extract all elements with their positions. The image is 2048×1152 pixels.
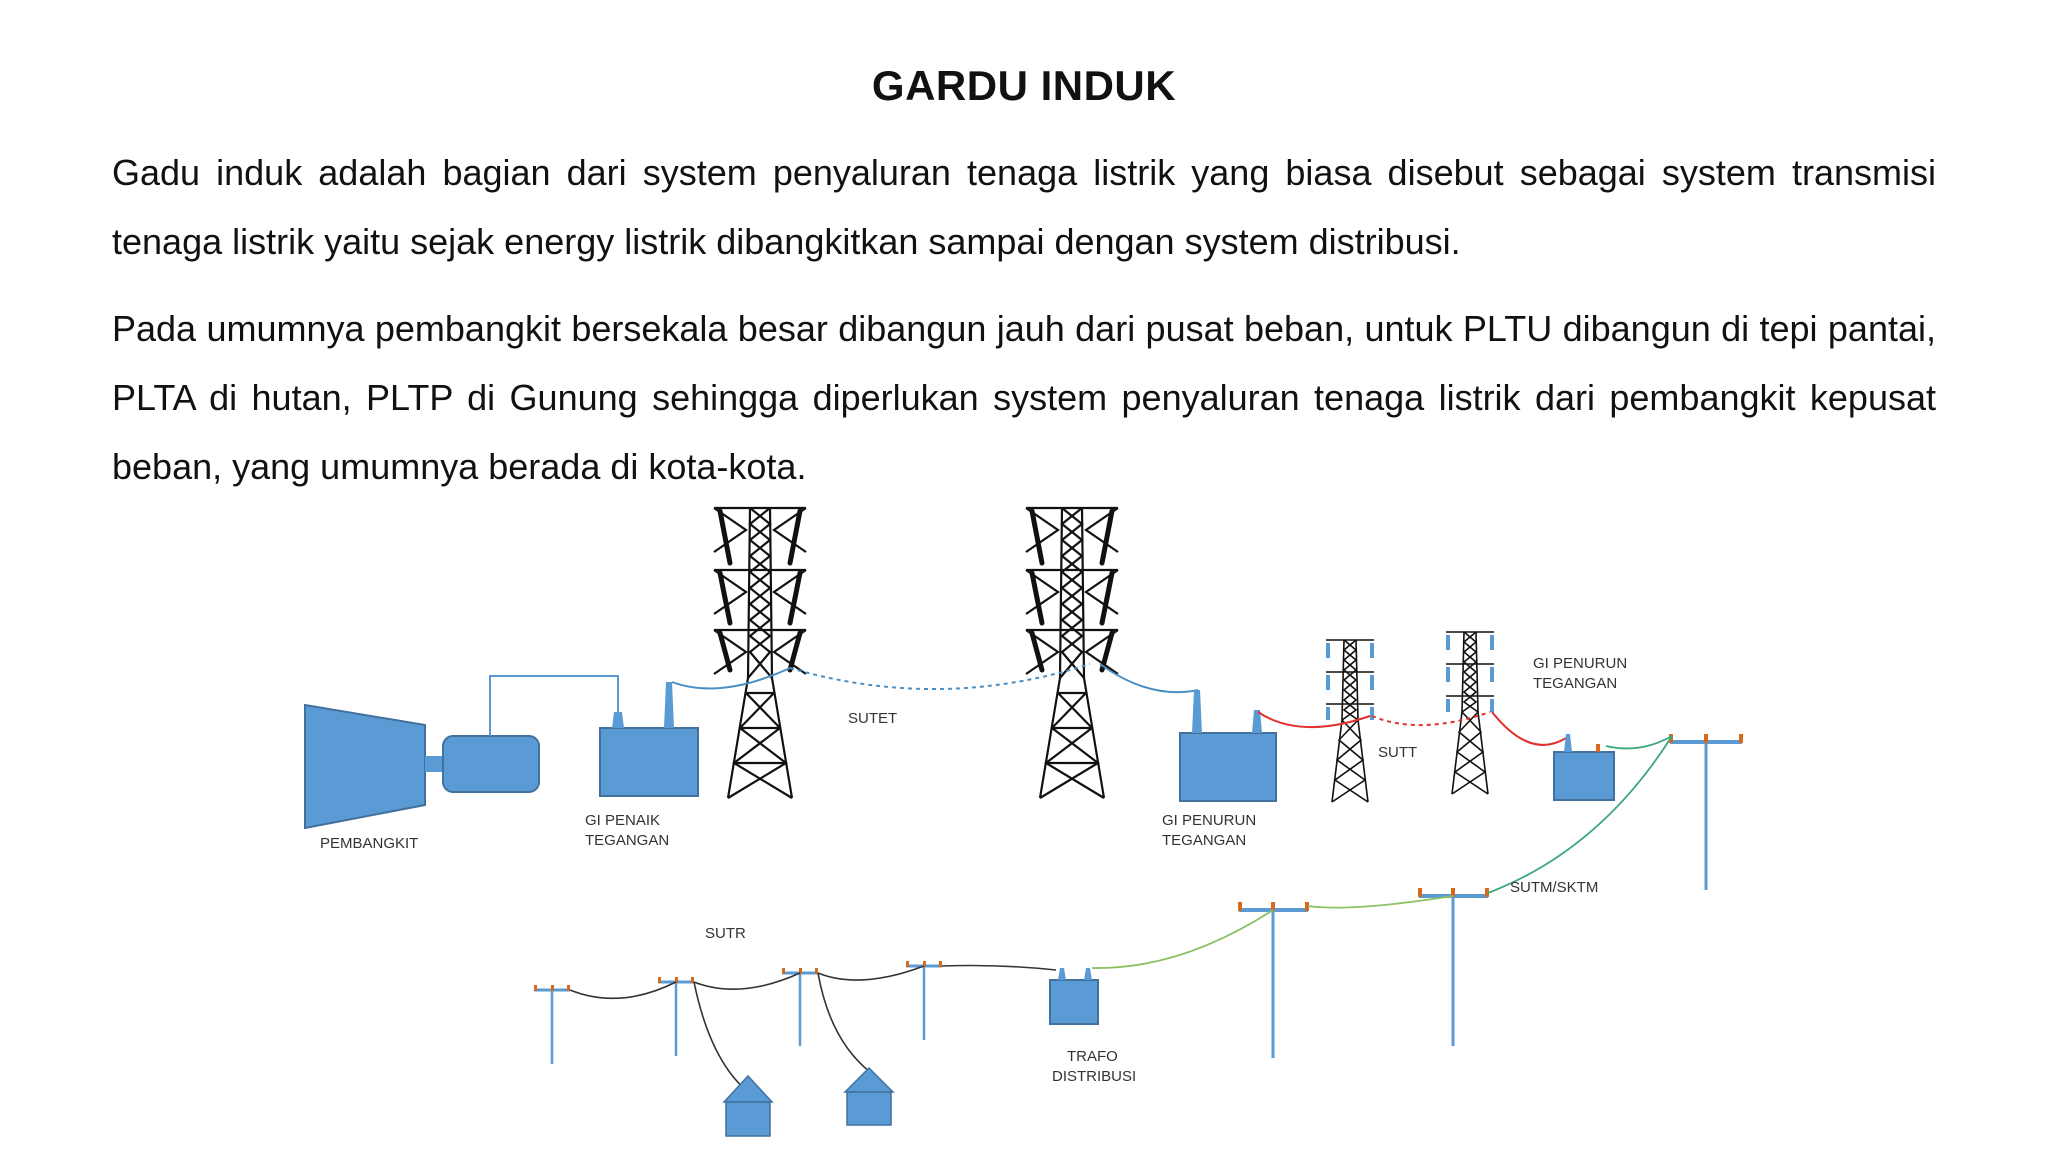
sutet-tower-left (714, 508, 806, 798)
gi-penaik-substation (599, 682, 699, 797)
paragraph-definition: Gadu induk adalah bagian dari system pen… (112, 152, 1936, 262)
label-gi-penurun-1b: TEGANGAN (1162, 832, 1246, 849)
label-sutm: SUTM/SKTM (1510, 879, 1598, 896)
label-gi-penurun-2b: TEGANGAN (1533, 675, 1617, 692)
page-title: GARDU INDUK (871, 62, 1177, 109)
label-pembangkit: PEMBANGKIT (320, 835, 418, 852)
sutr-pole-3 (782, 968, 818, 1046)
label-trafo-1: TRAFO (1067, 1048, 1118, 1065)
sutt-line (1257, 711, 1567, 746)
gi-penurun-substation-1 (1179, 690, 1277, 802)
label-sutt: SUTT (1378, 744, 1417, 761)
label-trafo-2: DISTRIBUSI (1052, 1068, 1136, 1085)
label-gi-penurun-1a: GI PENURUN (1162, 812, 1256, 829)
sutr-line (569, 964, 1057, 1093)
house-1 (722, 1074, 774, 1137)
sutet-line (671, 663, 1199, 694)
paragraph-explanation: Pada umumnya pembangkit bersekala besar … (112, 308, 1936, 487)
gi-penurun-substation-2 (1553, 734, 1615, 801)
sutm-line (1091, 735, 1673, 969)
sutm-pole-1 (1669, 734, 1743, 890)
house-2 (843, 1066, 895, 1126)
sutt-tower-right (1444, 630, 1496, 796)
sutm-pole-3 (1238, 902, 1309, 1058)
sutet-tower-right (1026, 508, 1118, 798)
sutr-pole-2 (658, 977, 694, 1056)
label-gi-penaik-2: TEGANGAN (585, 832, 669, 849)
sutr-pole-1 (534, 985, 570, 1064)
trafo-distribusi (1049, 968, 1099, 1025)
label-gi-penurun-2a: GI PENURUN (1533, 655, 1627, 672)
generator (304, 675, 619, 830)
sutm-pole-2 (1418, 888, 1489, 1046)
sutr-pole-4 (906, 961, 942, 1040)
label-sutet: SUTET (848, 710, 897, 727)
label-gi-penaik-1: GI PENAIK (585, 812, 660, 829)
label-sutr: SUTR (705, 925, 746, 942)
